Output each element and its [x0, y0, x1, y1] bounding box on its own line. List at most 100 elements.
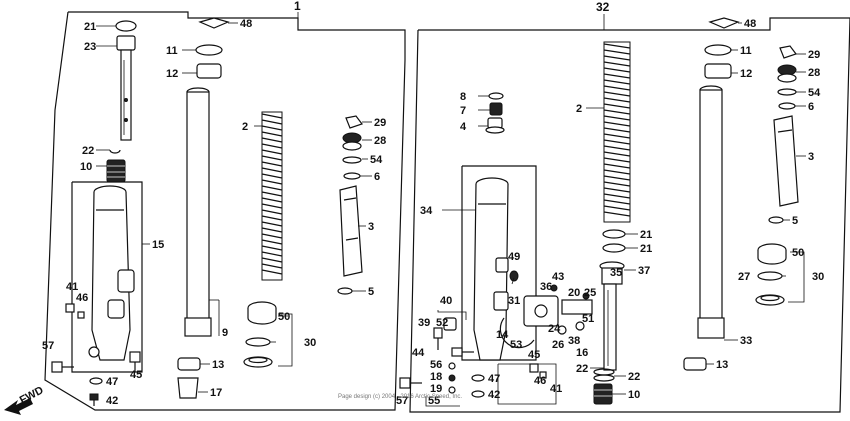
- callout-5-right: 5: [792, 215, 798, 227]
- callout-34: 34: [420, 205, 433, 217]
- callout-10-right: 10: [628, 389, 640, 401]
- callout-22-right-b: 22: [628, 371, 640, 383]
- callout-38: 38: [568, 335, 580, 347]
- part-27-right: [757, 271, 783, 281]
- part-54-left: [342, 156, 362, 164]
- part-28-right: [777, 64, 797, 83]
- callout-36: 36: [540, 281, 552, 293]
- part-5-left: [337, 287, 353, 295]
- fwd-arrow: FWD: [4, 384, 46, 415]
- callout-55: 55: [428, 395, 440, 407]
- part-2-spring-right: [603, 41, 631, 223]
- part-30-ring-right: [755, 294, 785, 306]
- part-8: [488, 92, 504, 100]
- part-3-left: [339, 185, 363, 277]
- part-11-left: [195, 44, 223, 56]
- callout-17-left: 17: [210, 387, 222, 399]
- callout-42-right: 42: [488, 389, 500, 401]
- assembly-label-32: 32: [596, 0, 610, 14]
- callout-51: 51: [582, 313, 594, 325]
- part-7-small-spring: [489, 102, 503, 116]
- callout-25: 25: [584, 287, 596, 299]
- callout-42-left: 42: [106, 395, 118, 407]
- part-57-bolt-right: [399, 377, 422, 389]
- callout-22-left: 22: [82, 145, 94, 157]
- callout-57-right: 57: [396, 395, 408, 407]
- callout-28-left: 28: [374, 135, 386, 147]
- part-29-right: [779, 45, 797, 59]
- callout-7: 7: [460, 105, 466, 117]
- callout-18: 18: [430, 371, 442, 383]
- callout-24: 24: [548, 323, 561, 335]
- part-42-left: [89, 393, 99, 406]
- callout-56: 56: [430, 359, 442, 371]
- part-45-left: [129, 351, 141, 372]
- part-29-left: [345, 115, 363, 129]
- callout-8: 8: [460, 91, 466, 103]
- callout-12-right: 12: [740, 68, 752, 80]
- part-21-left: [115, 20, 137, 32]
- footer-watermark: Page design (c) 2004 - 2016 Arctic Speed…: [338, 394, 462, 400]
- callout-37: 37: [638, 265, 650, 277]
- part-34-fork-slider: [473, 177, 509, 361]
- part-2-spring-left: [261, 111, 283, 281]
- part-48-left: [198, 17, 238, 29]
- callout-2-right: 2: [576, 103, 582, 115]
- callout-23-left: 23: [84, 41, 96, 53]
- callout-4: 4: [460, 121, 467, 133]
- part-18: [448, 374, 456, 382]
- part-6-left: [343, 172, 361, 180]
- part-50-right: [757, 243, 787, 265]
- part-30-ring-left: [243, 356, 273, 368]
- part-27-left: [245, 337, 271, 347]
- part-56: [448, 362, 456, 370]
- callout-44: 44: [412, 347, 425, 359]
- callout-13-left: 13: [212, 359, 224, 371]
- callout-11-right: 11: [740, 45, 752, 57]
- part-33-inner-tube: [697, 85, 725, 339]
- part-34-group-box: [461, 165, 537, 361]
- callout-53: 53: [510, 339, 522, 351]
- callout-30-left: 30: [304, 337, 316, 349]
- callout-9-left: 9: [222, 327, 228, 339]
- part-52: [443, 317, 457, 331]
- part-54-right: [777, 88, 797, 96]
- part-10-right: [593, 383, 613, 405]
- part-31: [493, 291, 509, 311]
- part-10-dark-spring: [106, 159, 126, 183]
- callout-12-left: 12: [166, 68, 178, 80]
- callout-3-left: 3: [368, 221, 374, 233]
- callout-6-left: 6: [374, 171, 380, 183]
- part-47-left: [89, 377, 103, 385]
- part-28-left: [342, 132, 362, 151]
- part-21-right-a: [602, 229, 626, 239]
- callout-54-right: 54: [808, 87, 821, 99]
- callout-33: 33: [740, 335, 752, 347]
- callout-14: 14: [496, 329, 509, 341]
- callout-43: 43: [552, 271, 564, 283]
- callout-3-right: 3: [808, 151, 814, 163]
- callout-45-left: 45: [130, 369, 142, 381]
- part-57-bolt-left: [51, 361, 74, 373]
- part-49: [509, 270, 519, 282]
- right-assembly-frame: [409, 17, 850, 413]
- callout-41-right: 41: [550, 383, 562, 395]
- part-22-right-b: [593, 374, 615, 382]
- callout-5-left: 5: [368, 286, 374, 298]
- part-48-right: [708, 17, 742, 29]
- callout-21-right-b: 21: [640, 243, 652, 255]
- callout-54-left: 54: [370, 154, 383, 166]
- callout-50-left: 50: [278, 311, 290, 323]
- callout-11-left: 11: [166, 45, 178, 57]
- callout-16: 16: [576, 347, 588, 359]
- callout-31: 31: [508, 295, 520, 307]
- callout-40: 40: [440, 295, 452, 307]
- part-3-right: [773, 115, 799, 207]
- callout-29-left: 29: [374, 117, 386, 129]
- callout-6-right: 6: [808, 101, 814, 113]
- assembly-label-1: 1: [294, 0, 301, 13]
- part-37-cartridge: [599, 261, 625, 371]
- callout-26: 26: [552, 339, 564, 351]
- part-47-right: [471, 374, 485, 382]
